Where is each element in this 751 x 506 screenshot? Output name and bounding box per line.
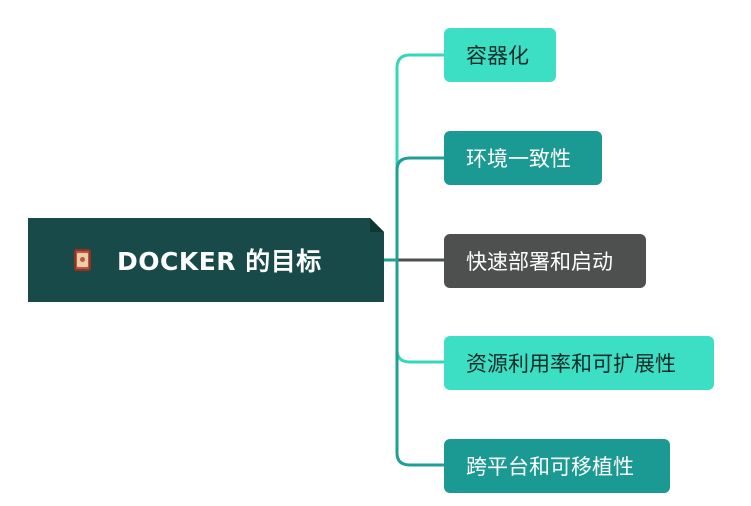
connector-branch-2 [382, 156, 446, 262]
connector-branch-5 [382, 258, 446, 467]
connector-branch-1 [382, 53, 446, 262]
branch-label: 快速部署和启动 [466, 250, 613, 274]
branch-fast-deploy-startup[interactable]: 快速部署和启动 [444, 234, 646, 288]
connector-branch-4 [382, 258, 446, 364]
branch-label: 容器化 [466, 44, 529, 68]
branch-cross-platform-portability[interactable]: 跨平台和可移植性 [444, 439, 670, 493]
root-topic[interactable]: DOCKER 的目标 [28, 218, 384, 302]
branch-label: 环境一致性 [466, 147, 571, 171]
branch-environment-consistency[interactable]: 环境一致性 [444, 131, 602, 185]
branch-label: 跨平台和可移植性 [466, 455, 634, 479]
branch-resource-utilization-scalability[interactable]: 资源利用率和可扩展性 [444, 336, 714, 390]
branch-containerization[interactable]: 容器化 [444, 28, 556, 82]
notebook-icon [74, 249, 91, 271]
corner-fold-shadow [370, 218, 384, 232]
branch-label: 资源利用率和可扩展性 [466, 352, 676, 376]
root-title: DOCKER 的目标 [117, 247, 322, 276]
